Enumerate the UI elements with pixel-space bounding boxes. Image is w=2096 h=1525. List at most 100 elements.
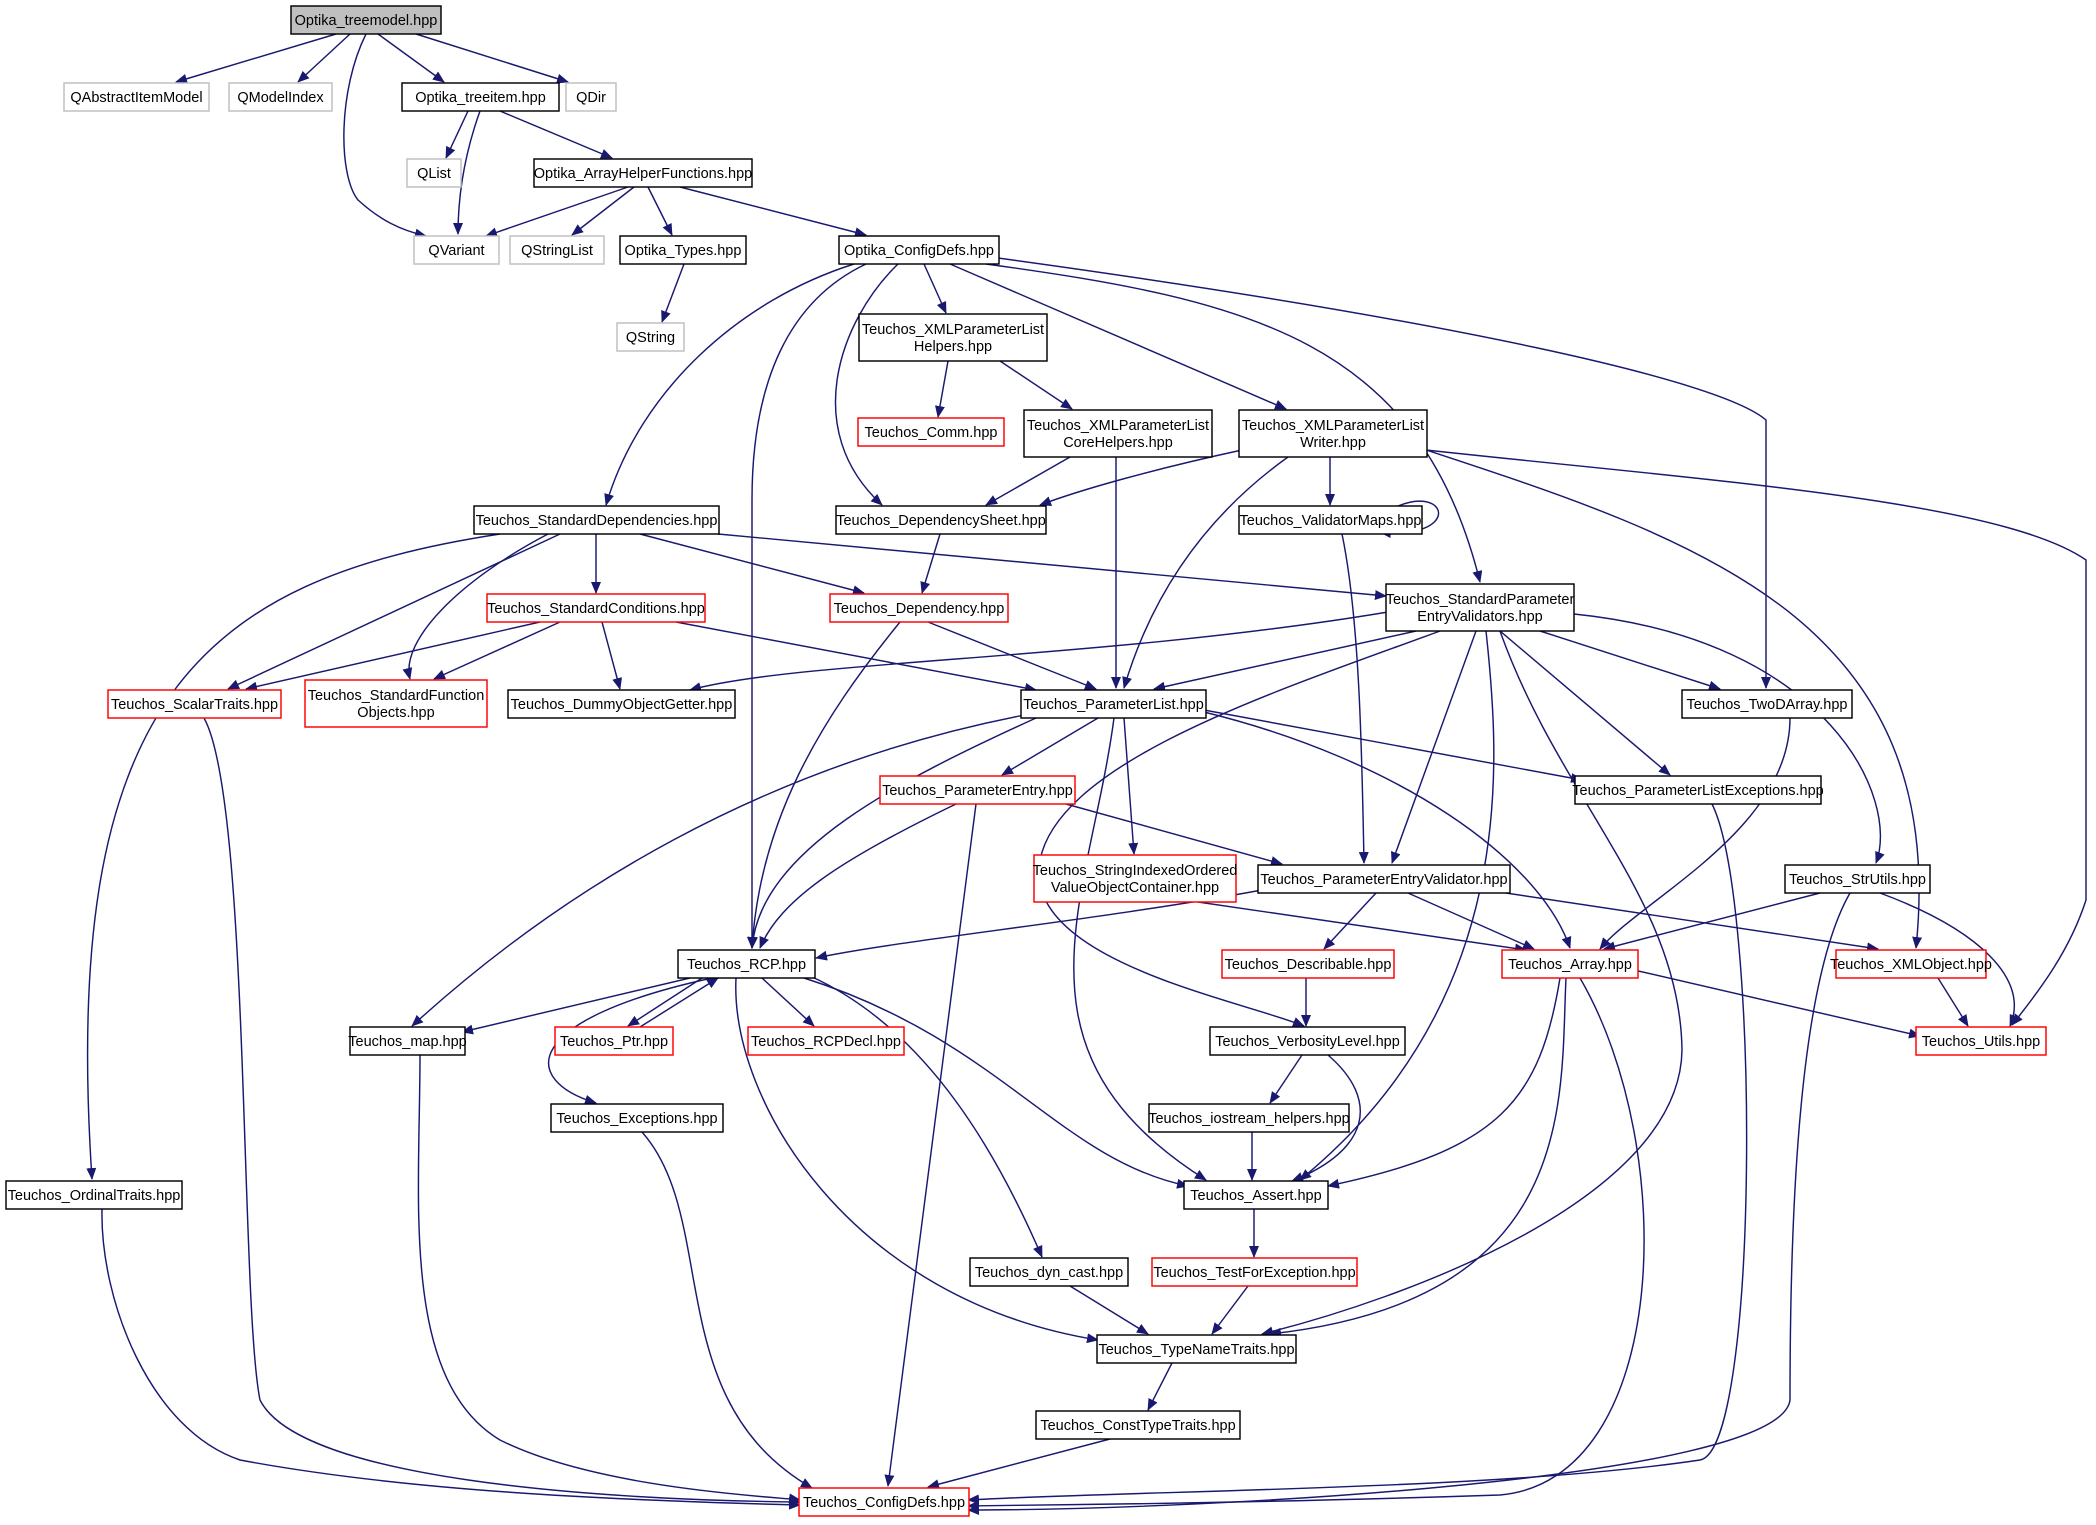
node-std_conditions[interactable]: Teuchos_StandardConditions.hpp: [486, 593, 706, 623]
node-label: ValueObjectContainer.hpp: [1051, 880, 1219, 896]
node-parameter_list[interactable]: Teuchos_ParameterList.hpp: [1020, 689, 1207, 719]
node-std_param_validators[interactable]: Teuchos_StandardParameterEntryValidators…: [1385, 583, 1575, 632]
node-box: [63, 82, 210, 112]
edge-dyn_cast-to-type_name_traits: [1069, 1285, 1149, 1335]
node-utils[interactable]: Teuchos_Utils.hpp: [1915, 1026, 2047, 1056]
node-qmodelindex: QModelIndex: [228, 82, 333, 112]
node-label: Teuchos_DependencySheet.hpp: [836, 513, 1046, 529]
node-dependency_sheet[interactable]: Teuchos_DependencySheet.hpp: [835, 505, 1047, 535]
node-label: Teuchos_TypeNameTraits.hpp: [1098, 1342, 1294, 1358]
node-str_utils[interactable]: Teuchos_StrUtils.hpp: [1784, 864, 1931, 894]
node-qstring: QString: [616, 322, 685, 352]
node-box: [1209, 1026, 1406, 1056]
edge-rcp-to-teuchos_assert: [803, 977, 1189, 1189]
node-label: Writer.hpp: [1300, 435, 1366, 451]
node-label: Teuchos_StrUtils.hpp: [1789, 872, 1926, 888]
node-box: [835, 505, 1047, 535]
node-box: [1784, 864, 1931, 894]
node-type_name_traits[interactable]: Teuchos_TypeNameTraits.hpp: [1096, 1334, 1297, 1364]
node-string_indexed[interactable]: Teuchos_StringIndexedOrderedValueObjectC…: [1033, 854, 1238, 903]
node-test_for_exception[interactable]: Teuchos_TestForException.hpp: [1151, 1257, 1358, 1287]
node-label: Optika_ArrayHelperFunctions.hpp: [534, 166, 752, 182]
edge-optika_treemodel-to-qvariant: [343, 33, 427, 239]
node-box: [1501, 949, 1639, 979]
node-teuchos_configdefs[interactable]: Teuchos_ConfigDefs.hpp: [798, 1487, 970, 1517]
node-dyn_cast[interactable]: Teuchos_dyn_cast.hpp: [969, 1257, 1129, 1287]
node-param_entry_validator[interactable]: Teuchos_ParameterEntryValidator.hpp: [1257, 864, 1511, 894]
node-optika_configdefs[interactable]: Optika_ConfigDefs.hpp: [838, 235, 1000, 265]
node-rcp_decl[interactable]: Teuchos_RCPDecl.hpp: [747, 1026, 905, 1056]
edge-std_conditions-to-scalar_traits: [245, 621, 541, 692]
node-box: [879, 775, 1076, 805]
node-map[interactable]: Teuchos_map.hpp: [348, 1026, 467, 1056]
node-label: Teuchos_VerbosityLevel.hpp: [1215, 1034, 1400, 1050]
edge-optika_treemodel-to-qdir: [415, 33, 569, 84]
node-label: Helpers.hpp: [914, 339, 992, 355]
node-box: [1020, 689, 1207, 719]
node-const_type_traits[interactable]: Teuchos_ConstTypeTraits.hpp: [1035, 1410, 1241, 1440]
node-param_list_exceptions[interactable]: Teuchos_ParameterListExceptions.hpp: [1572, 775, 1824, 805]
edge-optika_arrayhelper-to-qvariant: [485, 186, 629, 238]
node-ordinal_traits[interactable]: Teuchos_OrdinalTraits.hpp: [5, 1180, 183, 1210]
edge-rcp-to-ptr: [627, 977, 703, 1027]
node-box: [550, 1103, 724, 1133]
edge-optika_types-to-qstring: [661, 263, 685, 323]
edge-std_dependencies-to-ordinal_traits: [86, 533, 501, 1180]
node-scalar_traits[interactable]: Teuchos_ScalarTraits.hpp: [107, 689, 282, 719]
node-optika_treemodel[interactable]: Optika_treemodel.hpp: [290, 5, 442, 35]
node-iostream_helpers[interactable]: Teuchos_iostream_helpers.hpp: [1148, 1103, 1350, 1133]
edge-two_d_array-to-array: [1599, 717, 1791, 950]
edge-str_utils-to-utils: [1879, 892, 2019, 1027]
node-exceptions[interactable]: Teuchos_Exceptions.hpp: [550, 1103, 724, 1133]
node-label: Teuchos_TestForException.hpp: [1153, 1265, 1355, 1281]
node-array[interactable]: Teuchos_Array.hpp: [1501, 949, 1639, 979]
edge-rcp-to-map: [461, 977, 691, 1035]
node-rcp[interactable]: Teuchos_RCP.hpp: [677, 949, 816, 979]
node-teuchos_assert[interactable]: Teuchos_Assert.hpp: [1183, 1180, 1329, 1210]
node-box: [107, 689, 282, 719]
node-box: [1915, 1026, 2047, 1056]
node-xml_object[interactable]: Teuchos_XMLObject.hpp: [1830, 949, 1992, 979]
node-optika_types[interactable]: Optika_Types.hpp: [619, 235, 747, 265]
node-optika_arrayhelper[interactable]: Optika_ArrayHelperFunctions.hpp: [533, 158, 753, 188]
node-qstringlist: QStringList: [509, 235, 605, 265]
node-label: QAbstractItemModel: [70, 90, 202, 106]
node-box: [1681, 689, 1853, 719]
node-std_dependencies[interactable]: Teuchos_StandardDependencies.hpp: [473, 505, 720, 535]
node-label: Teuchos_ParameterEntry.hpp: [882, 783, 1073, 799]
node-box: [533, 158, 753, 188]
node-describable[interactable]: Teuchos_Describable.hpp: [1221, 949, 1395, 979]
edge-ordinal_traits-to-teuchos_configdefs: [101, 1208, 801, 1510]
node-box: [1221, 949, 1395, 979]
edge-param_list_exceptions-to-teuchos_configdefs: [967, 803, 1748, 1505]
node-label: Teuchos_ScalarTraits.hpp: [111, 697, 278, 713]
node-optika_treeitem[interactable]: Optika_treeitem.hpp: [401, 82, 560, 112]
node-validator_maps[interactable]: Teuchos_ValidatorMaps.hpp: [1238, 505, 1423, 535]
node-dummy_object_getter[interactable]: Teuchos_DummyObjectGetter.hpp: [507, 689, 736, 719]
edge-map-to-teuchos_configdefs: [417, 1054, 801, 1504]
edge-std_conditions-to-std_function_objects: [433, 621, 561, 680]
node-box: [228, 82, 333, 112]
edge-parameter_list-to-rcp: [747, 717, 1037, 949]
node-box: [473, 505, 720, 535]
node-teuchos_comm[interactable]: Teuchos_Comm.hpp: [857, 417, 1005, 447]
edge-array-to-type_name_traits: [1269, 977, 1567, 1338]
edge-std_param_validators-to-teuchos_assert: [1299, 630, 1495, 1181]
node-two_d_array[interactable]: Teuchos_TwoDArray.hpp: [1681, 689, 1853, 719]
node-parameter_entry[interactable]: Teuchos_ParameterEntry.hpp: [879, 775, 1076, 805]
edge-dependency_sheet-to-dependency: [920, 533, 941, 594]
node-box: [619, 235, 747, 265]
node-dependency[interactable]: Teuchos_Dependency.hpp: [829, 593, 1009, 623]
node-label: Teuchos_Dependency.hpp: [834, 601, 1005, 617]
node-verbosity_level[interactable]: Teuchos_VerbosityLevel.hpp: [1209, 1026, 1406, 1056]
edge-param_entry_validator-to-array: [1407, 892, 1535, 950]
edge-parameter_list-to-map: [411, 709, 1053, 1027]
node-ptr[interactable]: Teuchos_Ptr.hpp: [554, 1026, 674, 1056]
node-qvariant: QVariant: [413, 235, 500, 265]
